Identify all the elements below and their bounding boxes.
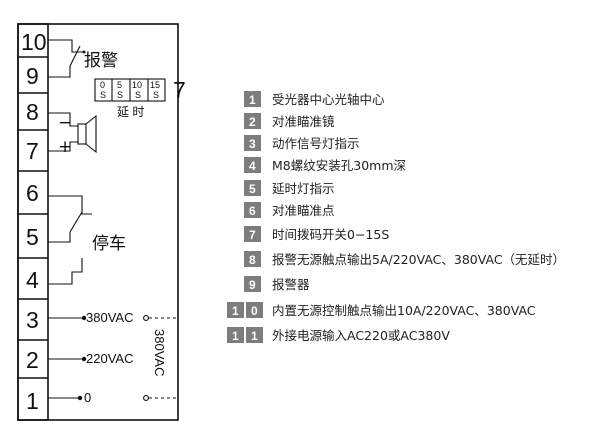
legend-item-3: 3 动作信号灯指示	[244, 135, 360, 151]
legend-badge-6: 6	[249, 204, 256, 218]
dip-15: 15	[150, 80, 160, 90]
legend-text-6: 对准瞄准点	[272, 203, 335, 218]
dip-0: 0	[100, 80, 105, 90]
terminal-9: 9	[26, 63, 39, 89]
v0-label: 0	[84, 390, 91, 405]
legend-text-11: 外接电源输入AC220或AC380V	[272, 328, 450, 343]
legend-badge-2: 2	[249, 115, 256, 129]
alarm-label: 报警	[84, 51, 118, 71]
alarm-contact	[48, 39, 86, 78]
dip-unit-15: S	[153, 90, 159, 100]
terminal-10: 10	[21, 29, 47, 55]
stop-label: 停车	[92, 234, 126, 254]
legend-badge-1: 1	[249, 93, 256, 107]
external-380-connection	[143, 315, 179, 401]
terminal-8: 8	[26, 99, 39, 125]
legend-item-5: 5 延时灯指示	[244, 180, 335, 196]
legend-text-8: 报警无源触点输出5A/220VAC、380VAC（无延时）	[272, 252, 565, 267]
legend-item-2: 2 对准瞄准镜	[244, 113, 335, 129]
legend: 1 受光器中心光轴中心 2 对准瞄准镜 3 动作信号灯指示 4 M8螺纹安装孔3…	[227, 91, 565, 343]
terminal-5: 5	[26, 224, 39, 250]
terminal-7: 7	[26, 138, 39, 164]
legend-badge-7: 7	[249, 228, 256, 242]
dip-10: 10	[132, 80, 142, 90]
delay-label: 延 时	[117, 105, 144, 119]
terminal-block: 10 9 8 7 6 5 4 3 2 1	[17, 23, 49, 421]
plus-label: +	[58, 137, 72, 157]
minus-label: −	[58, 113, 72, 133]
dip-unit-10: S	[135, 90, 141, 100]
legend-text-5: 延时灯指示	[272, 181, 335, 196]
legend-badge-5: 5	[249, 182, 256, 196]
legend-text-4: M8螺纹安装孔30mm深	[272, 158, 406, 173]
legend-text-2: 对准瞄准镜	[272, 114, 335, 129]
dip-unit-0: S	[100, 90, 106, 100]
legend-item-4: 4 M8螺纹安装孔30mm深	[244, 157, 406, 173]
dip-unit-5: S	[117, 90, 123, 100]
legend-item-1: 1 受光器中心光轴中心	[244, 91, 385, 107]
legend-badge-4: 4	[249, 159, 256, 173]
terminal-6: 6	[26, 180, 39, 206]
legend-badge-8: 8	[249, 253, 256, 267]
legend-text-1: 受光器中心光轴中心	[272, 92, 385, 107]
buzzer-icon	[48, 112, 97, 154]
legend-text-3: 动作信号灯指示	[272, 136, 360, 151]
dip-switch: 0 5 10 15 S S S S	[94, 78, 166, 102]
legend-text-10: 内置无源控制触点输出10A/220VAC、380VAC	[272, 303, 536, 318]
v220-label: 220VAC	[86, 351, 133, 366]
power-input	[48, 315, 87, 401]
legend-text-9: 报警器	[272, 277, 310, 292]
v380-side-label: 380VAC	[152, 329, 167, 376]
legend-item-6: 6 对准瞄准点	[244, 202, 335, 218]
callout-7: 7	[173, 77, 186, 103]
terminal-1: 1	[26, 388, 39, 414]
legend-badge-9: 9	[249, 278, 256, 292]
legend-badge-3: 3	[249, 137, 256, 151]
legend-item-8: 8 报警无源触点输出5A/220VAC、380VAC（无延时）	[244, 251, 565, 267]
dip-5: 5	[117, 80, 122, 90]
stop-contact	[48, 195, 92, 285]
legend-item-7: 7 时间拨码开关0−15S	[244, 226, 389, 242]
legend-text-7: 时间拨码开关0−15S	[272, 227, 389, 242]
terminal-2: 2	[26, 347, 39, 373]
terminal-3: 3	[26, 307, 39, 333]
legend-item-9: 9 报警器	[244, 276, 310, 292]
v380-label: 380VAC	[86, 310, 133, 325]
terminal-4: 4	[26, 267, 39, 293]
